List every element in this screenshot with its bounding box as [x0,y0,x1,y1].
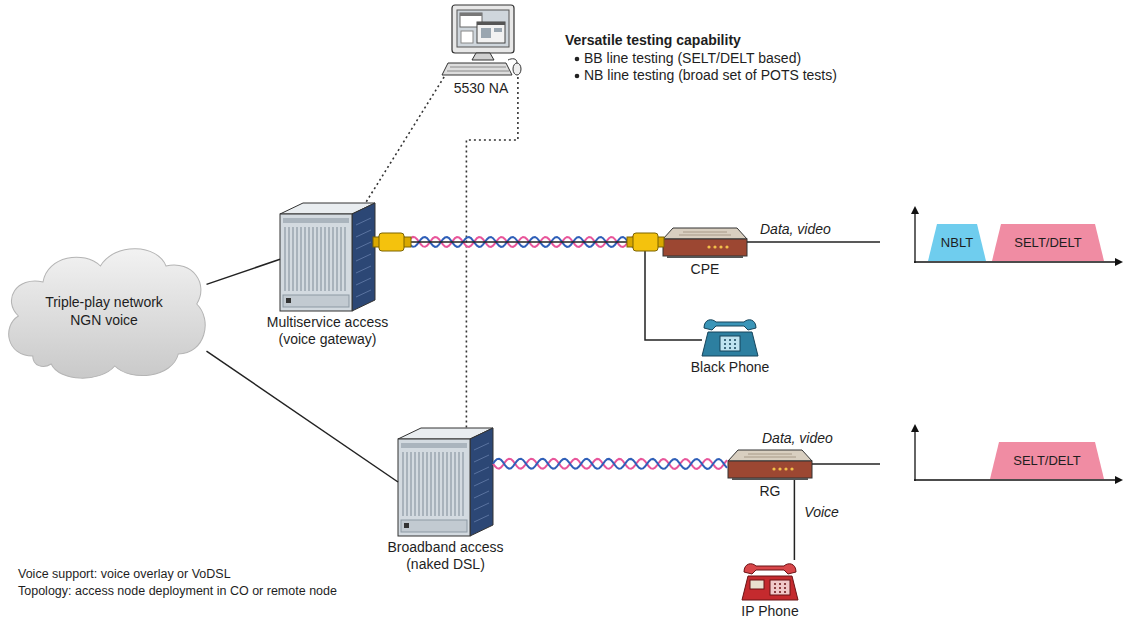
node-label: SELT/DELT [1014,235,1081,251]
computer-symbol-part [442,63,512,75]
splitter-part [379,233,404,251]
chart-axis-part [914,426,915,481]
chart-axis [914,208,1121,481]
computer-symbol [442,5,521,75]
node-label: Triple-play network NGN voice [32,293,177,329]
residential-gateway: RG [728,448,812,480]
chart-axis-part [914,261,1121,262]
connector-line [207,351,399,482]
signal-label: Data, video [762,430,833,447]
illustration-part [702,320,758,356]
cloud-outline [2,238,207,383]
computer-symbol-part [472,53,494,60]
node-label: CPE [691,261,720,278]
computer-symbol-part [481,28,491,38]
computer-symbol-part [508,59,517,63]
caption: IP Phone [741,603,798,620]
caption: RG [760,483,781,500]
management-link [366,77,445,203]
computer-symbol-part [461,31,473,43]
bullet-text: NB line testing (broad set of POTS tests… [584,67,837,84]
band-shape [992,224,1104,261]
connector [794,480,795,560]
twisted-pair [493,459,727,469]
splitter [627,233,664,251]
illustration-part [663,228,747,258]
note: Voice support: voice overlay or VoDSL [18,566,231,583]
data-line-part [812,463,880,465]
label-box: NBLT [928,224,986,261]
connector [375,242,702,340]
computer-symbol-part [457,10,509,47]
pair-wire [493,459,727,469]
label-box: Triple-play network NGN voice [2,238,207,383]
illustration-part [742,564,798,600]
computer-node: 5530 NA [440,5,522,77]
computer-symbol-part [513,63,521,75]
band-shape [928,224,986,261]
bullet-text: BB line testing (SELT/DELT based) [584,50,801,67]
connector [207,259,281,284]
computer-symbol-part [460,13,482,16]
heading: Versatile testing capability [565,32,741,49]
label-box: SELT/DELT [990,442,1104,479]
access-node: Multiservice access (voice gateway) [280,203,375,311]
connector-line [375,242,702,340]
node-label: 5530 NA [454,80,508,97]
data-line [747,242,880,464]
illustration-part [728,450,812,480]
node-label: Broadband access (naked DSL) [376,539,516,573]
pair-wire [493,459,727,469]
node-label: SELT/DELT [1013,453,1080,469]
phone: Black Phone [702,316,758,356]
node-label: RG [760,483,781,500]
note: Topology: access node deployment in CO o… [18,583,337,600]
caption: CPE [691,261,720,278]
splitter [373,233,411,251]
computer-symbol-part [447,67,509,71]
connector [207,351,399,482]
data-line-part [747,241,880,243]
signal-label: Data, video [760,221,831,238]
node-label: NBLT [941,235,973,251]
connector-line [207,259,281,284]
node-label: Multiservice access (voice gateway) [258,314,398,348]
node-label: IP Phone [741,603,798,620]
cpe-modem: CPE [663,226,747,258]
computer-symbol-part [477,22,505,25]
label-box: SELT/DELT [992,224,1104,261]
access-node: Broadband access (naked DSL) [398,428,493,536]
chart-axis-part [914,479,1121,480]
node-label: Black Phone [691,359,770,376]
caption: Multiservice access (voice gateway) [258,314,398,348]
bullet [575,57,580,79]
band-shape [990,442,1104,479]
connector-line [466,77,518,428]
computer-symbol-part [477,22,505,43]
management-link [466,77,518,428]
spectrum-band: SELT/DELT [992,224,1104,261]
chart-axis-part [914,208,915,263]
computer-symbol-part [452,5,514,53]
edge-label: Voice [802,504,841,521]
illustration-part [280,203,375,311]
computer-symbol-part [494,28,502,32]
cloud-shape [8,249,205,378]
bullet-part [575,74,580,79]
splitter-part [633,233,658,251]
spectrum-band: SELT/DELT [990,442,1104,479]
bullet-part [575,57,580,62]
illustration-part [398,428,493,536]
ip-phone: IP Phone [742,560,798,600]
network-cloud: Triple-play network NGN voice [2,238,207,383]
caption: Black Phone [691,359,770,376]
caption: Broadband access (naked DSL) [376,539,516,573]
caption: 5530 NA [454,80,508,97]
connector-line [794,480,796,560]
spectrum-band: NBLT [928,224,986,261]
connector-line [366,77,445,203]
